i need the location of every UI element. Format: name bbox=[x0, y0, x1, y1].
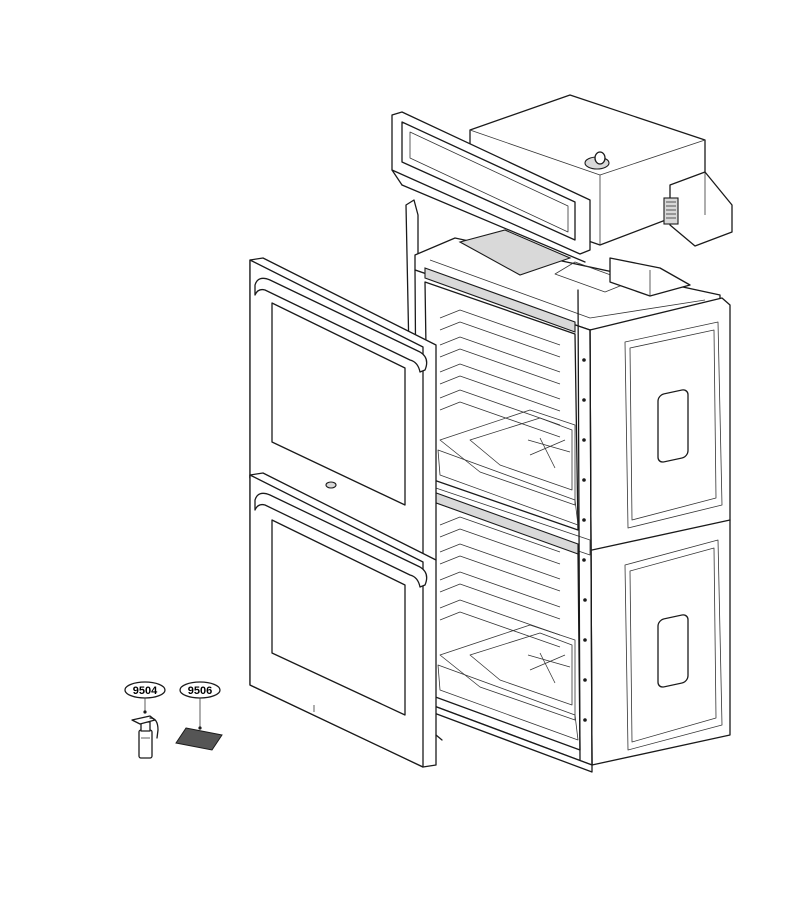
lower-oven-door bbox=[249, 472, 443, 768]
callout-label-9504: 9504 bbox=[133, 685, 158, 697]
callout-9506-group: 9506 bbox=[175, 681, 223, 751]
callout-label-9506: 9506 bbox=[188, 685, 212, 697]
spray-bottle-icon bbox=[131, 715, 159, 759]
upper-oven-racks bbox=[439, 309, 561, 438]
callout-9504-group: 9504 bbox=[124, 681, 166, 759]
cleaning-pad-icon bbox=[175, 727, 223, 751]
control-housing bbox=[391, 94, 733, 263]
oven-chassis bbox=[405, 199, 731, 773]
lower-oven-racks bbox=[439, 516, 561, 648]
upper-oven-door bbox=[249, 257, 437, 563]
